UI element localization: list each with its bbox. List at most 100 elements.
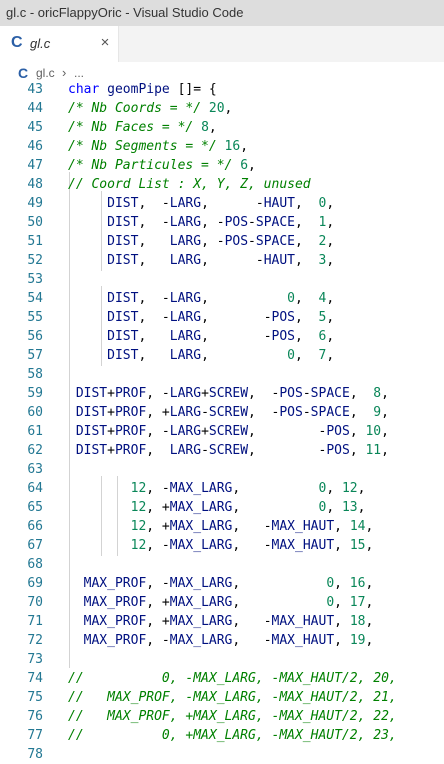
code-token: 11 bbox=[365, 443, 382, 458]
code-token: , bbox=[365, 633, 374, 648]
code-token: , - bbox=[232, 538, 272, 553]
code-token: SCREW bbox=[208, 443, 249, 458]
line-number: 66 bbox=[27, 519, 43, 534]
code-line[interactable]: 68 bbox=[0, 555, 444, 574]
code-line[interactable]: 54 DIST, -LARG, 0, 4, bbox=[0, 289, 444, 308]
code-token: , bbox=[326, 196, 335, 211]
code-token: , bbox=[138, 348, 170, 363]
code-line[interactable]: 53 bbox=[0, 270, 444, 289]
code-token bbox=[68, 329, 107, 344]
code-line[interactable]: 55 DIST, -LARG, -POS, 5, bbox=[0, 308, 444, 327]
line-number: 65 bbox=[27, 500, 43, 515]
code-token: PROF bbox=[114, 443, 147, 458]
code-token: 17 bbox=[349, 595, 366, 610]
code-line[interactable]: 44/* Nb Coords = */ 20, bbox=[0, 99, 444, 118]
code-line[interactable]: 65 12, +MAX_LARG, 0, 13, bbox=[0, 498, 444, 517]
code-token: , bbox=[295, 329, 319, 344]
code-line[interactable]: 59 DIST+PROF, -LARG+SCREW, -POS-SPACE, 8… bbox=[0, 384, 444, 403]
code-token: 0 bbox=[318, 196, 327, 211]
line-number: 68 bbox=[27, 557, 43, 572]
code-token: , bbox=[138, 329, 170, 344]
code-token: 20 bbox=[208, 101, 225, 116]
code-token: SPACE bbox=[310, 405, 350, 420]
line-number: 46 bbox=[27, 139, 43, 154]
code-token: SCREW bbox=[208, 386, 249, 401]
code-token bbox=[68, 481, 131, 496]
code-token: LARG bbox=[169, 291, 202, 306]
code-token: , bbox=[365, 538, 374, 553]
code-line[interactable]: 52 DIST, LARG, -HAUT, 3, bbox=[0, 251, 444, 270]
code-line[interactable]: 62 DIST+PROF, LARG-SCREW, -POS, 11, bbox=[0, 441, 444, 460]
code-line[interactable]: 48// Coord List : X, Y, Z, unused bbox=[0, 175, 444, 194]
code-line[interactable]: 74// 0, -MAX_LARG, -MAX_HAUT/2, 20, bbox=[0, 669, 444, 688]
code-line[interactable]: 46/* Nb Segments = */ 16, bbox=[0, 137, 444, 156]
code-line[interactable]: 58 bbox=[0, 365, 444, 384]
breadcrumb-symbol[interactable]: ... bbox=[74, 66, 85, 80]
code-line[interactable]: 66 12, +MAX_LARG, -MAX_HAUT, 14, bbox=[0, 517, 444, 536]
code-token: DIST bbox=[107, 310, 139, 325]
code-token: 0 bbox=[287, 348, 295, 363]
code-text: DIST, LARG, -POS, 6, bbox=[68, 327, 334, 346]
indent-guide bbox=[117, 476, 118, 556]
code-token: , bbox=[232, 576, 327, 591]
code-token: , - bbox=[248, 386, 280, 401]
code-line[interactable]: 56 DIST, LARG, -POS, 6, bbox=[0, 327, 444, 346]
code-token: , + bbox=[146, 595, 170, 610]
code-token: - bbox=[302, 386, 311, 401]
code-line[interactable]: 72 MAX_PROF, -MAX_LARG, -MAX_HAUT, 19, bbox=[0, 631, 444, 650]
code-line[interactable]: 47/* Nb Particules = */ 6, bbox=[0, 156, 444, 175]
code-line[interactable]: 45/* Nb Faces = */ 8, bbox=[0, 118, 444, 137]
line-number: 62 bbox=[27, 443, 43, 458]
tab-gl-c[interactable]: C gl.c × bbox=[0, 26, 119, 62]
code-line[interactable]: 67 12, -MAX_LARG, -MAX_HAUT, 15, bbox=[0, 536, 444, 555]
code-token: 7 bbox=[318, 348, 327, 363]
code-line[interactable]: 57 DIST, LARG, 0, 7, bbox=[0, 346, 444, 365]
code-line[interactable]: 77// 0, +MAX_LARG, -MAX_HAUT/2, 23, bbox=[0, 726, 444, 745]
code-token: 8 bbox=[373, 386, 382, 401]
code-line[interactable]: 75// MAX_PROF, -MAX_LARG, -MAX_HAUT/2, 2… bbox=[0, 688, 444, 707]
code-line[interactable]: 71 MAX_PROF, +MAX_LARG, -MAX_HAUT, 18, bbox=[0, 612, 444, 631]
code-token: 12 bbox=[130, 481, 147, 496]
code-line[interactable]: 49 DIST, -LARG, -HAUT, 0, bbox=[0, 194, 444, 213]
code-token: , bbox=[365, 576, 374, 591]
breadcrumb-file[interactable]: gl.c bbox=[36, 66, 55, 80]
code-token: , bbox=[349, 405, 374, 420]
line-number: 58 bbox=[27, 367, 43, 382]
line-number: 56 bbox=[27, 329, 43, 344]
code-line[interactable]: 63 bbox=[0, 460, 444, 479]
code-token: , + bbox=[146, 614, 170, 629]
code-line[interactable]: 69 MAX_PROF, -MAX_LARG, 0, 16, bbox=[0, 574, 444, 593]
code-text: 12, -MAX_LARG, -MAX_HAUT, 15, bbox=[68, 536, 374, 555]
code-text: char geomPipe []= { bbox=[68, 80, 217, 99]
code-line[interactable]: 64 12, -MAX_LARG, 0, 12, bbox=[0, 479, 444, 498]
code-token: /* Nb Particules = */ bbox=[68, 158, 241, 173]
code-line[interactable]: 60 DIST+PROF, +LARG-SCREW, -POS-SPACE, 9… bbox=[0, 403, 444, 422]
code-token: , bbox=[334, 595, 350, 610]
code-token bbox=[68, 348, 107, 363]
code-line[interactable]: 50 DIST, -LARG, -POS-SPACE, 1, bbox=[0, 213, 444, 232]
code-line[interactable]: 70 MAX_PROF, +MAX_LARG, 0, 17, bbox=[0, 593, 444, 612]
code-token: , bbox=[334, 576, 350, 591]
code-token: geomPipe bbox=[107, 82, 178, 97]
code-text: // MAX_PROF, +MAX_LARG, -MAX_HAUT/2, 22, bbox=[68, 707, 397, 726]
code-line[interactable]: 73 bbox=[0, 650, 444, 669]
code-token: MAX_HAUT bbox=[271, 538, 335, 553]
code-line[interactable]: 51 DIST, LARG, -POS-SPACE, 2, bbox=[0, 232, 444, 251]
code-line[interactable]: 78 bbox=[0, 745, 444, 764]
line-number: 55 bbox=[27, 310, 43, 325]
code-line[interactable]: 76 // MAX_PROF, +MAX_LARG, -MAX_HAUT/2, 2… bbox=[0, 707, 444, 726]
tab-bar: C gl.c × bbox=[0, 26, 444, 62]
code-token: MAX_LARG bbox=[169, 633, 233, 648]
code-text: /* Nb Coords = */ 20, bbox=[68, 99, 232, 118]
code-token bbox=[68, 234, 107, 249]
code-token: 0 bbox=[326, 595, 335, 610]
code-line[interactable]: 61 DIST+PROF, -LARG+SCREW, -POS, 10, bbox=[0, 422, 444, 441]
code-token: // Coord List : X, Y, Z, unused bbox=[68, 177, 311, 192]
code-token: LARG bbox=[169, 253, 202, 268]
close-icon[interactable]: × bbox=[100, 34, 110, 51]
line-number: 76 bbox=[27, 709, 43, 724]
code-text: MAX_PROF, -MAX_LARG, 0, 16, bbox=[68, 574, 374, 593]
code-token: LARG bbox=[169, 310, 202, 325]
